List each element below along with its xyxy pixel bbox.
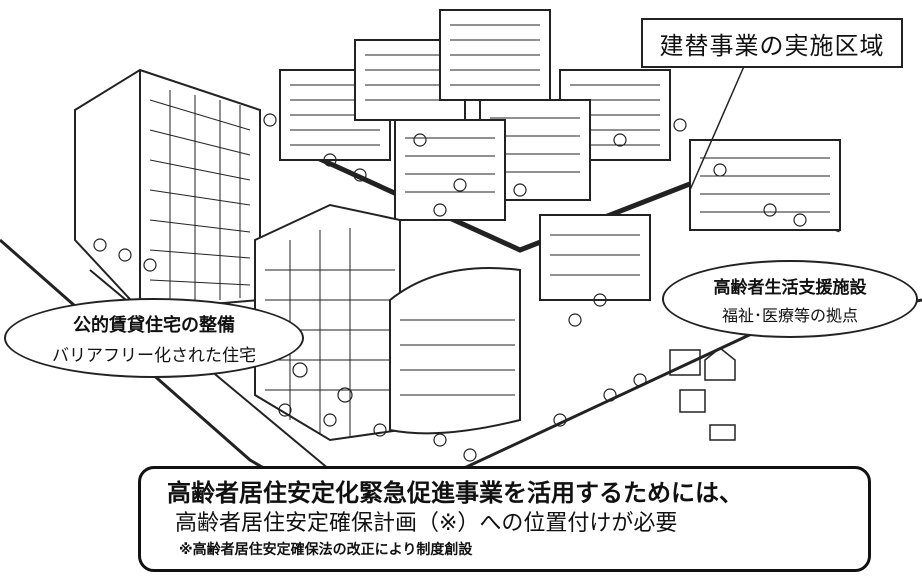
project-area-label: 建替事業の実施区域 [641, 18, 903, 68]
note-footnote: ※高齢者居住安定確保法の改正により制度創設 [179, 542, 473, 558]
building-right [689, 139, 841, 231]
note-line-2: 高齢者居住安定確保計画（※）への位置付けが必要 [175, 511, 678, 536]
public-housing-title: 公的賃貸住宅の整備 [73, 314, 235, 336]
requirement-note-box: 高齢者居住安定化緊急促進事業を活用するためには、 高齢者居住安定確保計画（※）へ… [138, 466, 871, 572]
building-back-3 [439, 9, 551, 101]
small-houses [669, 347, 736, 441]
leader-line [689, 63, 746, 191]
project-area-text: 建替事業の実施区域 [659, 31, 885, 60]
building-left-tall [74, 68, 261, 312]
building-support-facility [539, 214, 651, 301]
elderly-support-title: 高齢者生活支援施設 [713, 277, 867, 298]
public-housing-subtitle: バリアフリー化された住宅 [52, 345, 256, 366]
elderly-support-callout: 高齢者生活支援施設 福祉･医療等の拠点 [662, 260, 918, 338]
trees [93, 113, 807, 462]
building-front-curved [389, 267, 521, 435]
public-housing-callout: 公的賃貸住宅の整備 バリアフリー化された住宅 [4, 298, 304, 378]
building-back-6 [394, 119, 506, 221]
elderly-support-subtitle: 福祉･医療等の拠点 [721, 305, 858, 325]
note-line-1: 高齢者居住安定化緊急促進事業を活用するためには、 [167, 479, 743, 507]
